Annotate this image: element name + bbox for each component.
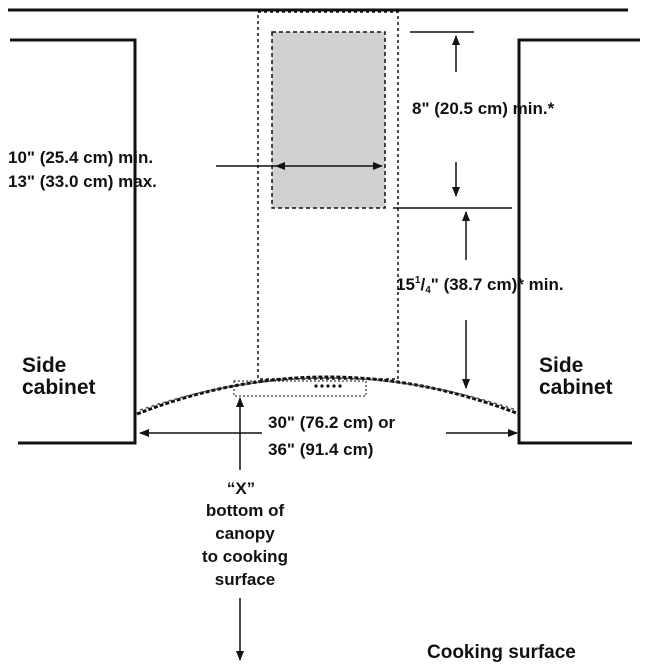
left-cabinet-label-line2: cabinet xyxy=(22,376,96,399)
width-label-line2: 13" (33.0 cm) max. xyxy=(8,172,157,191)
canopy-width-label-line1: 30" (76.2 cm) or xyxy=(268,413,396,432)
canopy-bottom-outline xyxy=(233,380,367,397)
right-cabinet-label-line1: Side xyxy=(539,354,583,377)
top-clearance-label: 8" (20.5 cm) min.* xyxy=(412,99,555,118)
canopy-arc-outer xyxy=(136,375,520,416)
canopy-vent-dots xyxy=(314,384,342,388)
height-label: 151/4" (38.7 cm)* min. xyxy=(396,275,564,296)
canopy-arc-inner xyxy=(139,377,517,411)
left-cabinet-label-line1: Side xyxy=(22,354,66,377)
x-label-line3: canopy xyxy=(215,524,275,543)
x-label-line5: surface xyxy=(215,570,275,589)
x-label-line2: bottom of xyxy=(206,501,285,520)
width-label-line1: 10" (25.4 cm) min. xyxy=(8,148,153,167)
x-label-line1: “X” xyxy=(227,479,255,498)
left-cabinet-outline xyxy=(10,38,137,445)
duct-rectangle xyxy=(271,31,386,209)
duct-cover-outline xyxy=(257,11,399,380)
right-cabinet-label-line2: cabinet xyxy=(539,376,613,399)
cooking-surface-label: Cooking surface xyxy=(427,642,576,663)
canopy-width-label-line2: 36" (91.4 cm) xyxy=(268,440,373,459)
x-label-line4: to cooking xyxy=(202,547,288,566)
